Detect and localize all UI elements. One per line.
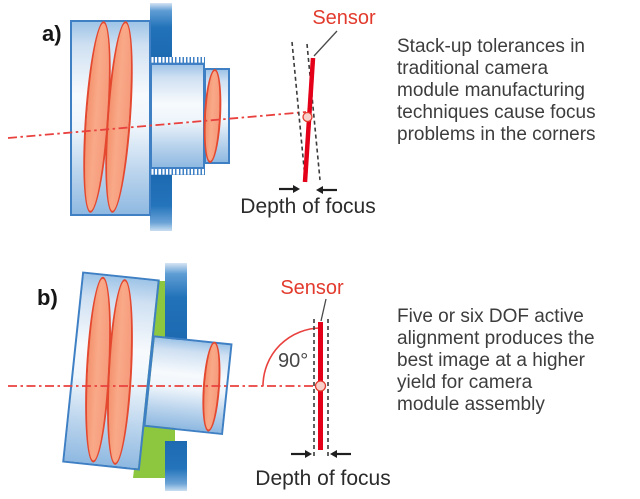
thread-ridges-bottom-a (150, 169, 205, 175)
lens-barrel-a (150, 63, 205, 169)
depth-of-focus-label-a: Depth of focus (240, 195, 376, 218)
description-text-b: Five or six DOF active alignment produce… (397, 306, 595, 416)
right-angle-label-b: 90° (278, 350, 309, 372)
mount-bar-bottom-a (150, 175, 172, 231)
description-text-a: Stack-up tolerances in traditional camer… (397, 36, 596, 146)
description-line: Five or six DOF active (397, 306, 584, 327)
mount-bar-top-a (150, 3, 172, 58)
description-line: problems in the corners (397, 124, 596, 145)
description-line: traditional camera (397, 58, 549, 79)
description-line: Stack-up tolerances in (397, 36, 585, 57)
sensor-label-b: Sensor (280, 277, 344, 299)
description-line: best image at a higher (397, 350, 586, 371)
panel-a-label: a) (42, 21, 62, 46)
sensor-label-a: Sensor (312, 7, 376, 29)
description-line: module assembly (397, 394, 545, 415)
description-line: techniques cause focus (397, 102, 596, 123)
description-line: alignment produces the (397, 328, 595, 349)
depth-of-focus-label-b: Depth of focus (255, 467, 391, 490)
panel-b-label: b) (37, 285, 58, 310)
tilted-lens-assembly-b (62, 271, 239, 478)
description-line: module manufacturing (397, 80, 585, 101)
description-line: yield for camera (397, 372, 533, 393)
thread-ridges-top-a (150, 57, 205, 63)
